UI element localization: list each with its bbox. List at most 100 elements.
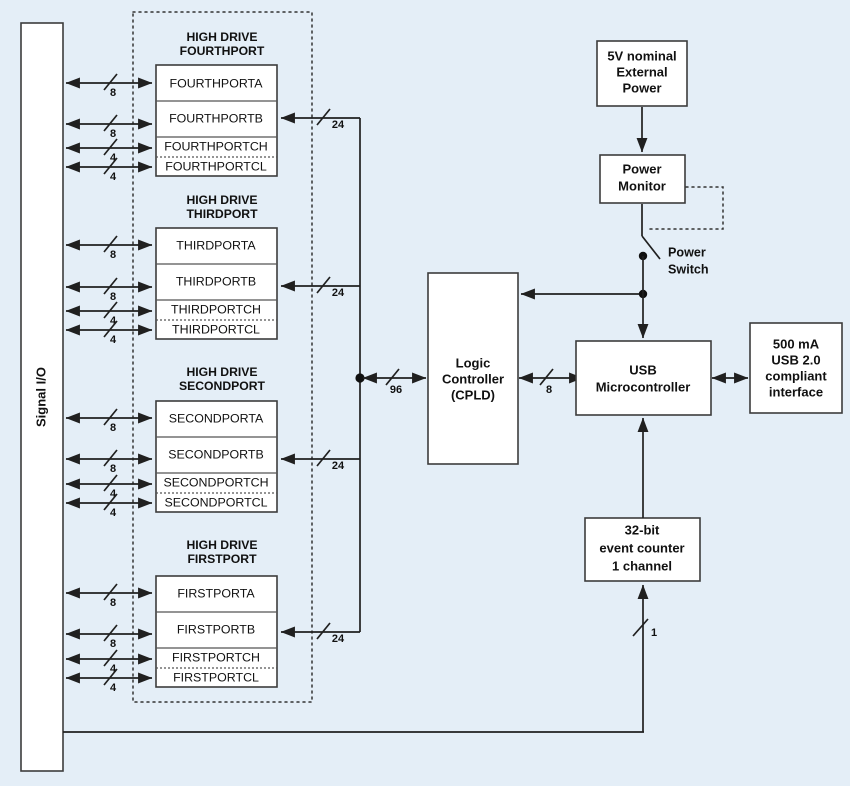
logic-controller-line1: Logic xyxy=(456,355,491,370)
io-bus-width: 8 xyxy=(110,597,116,609)
bus-slash xyxy=(103,157,118,175)
port-row-label: SECONDPORTCH xyxy=(163,475,268,489)
io-bus-width: 8 xyxy=(110,128,116,140)
external-power-line1: 5V nominal xyxy=(607,48,676,63)
port-row-label: FIRSTPORTA xyxy=(177,586,255,600)
io-bus-width: 8 xyxy=(110,249,116,261)
port-row-label: THIRDPORTCL xyxy=(172,322,260,336)
io-bus-width: 4 xyxy=(110,663,117,675)
group-bus-width: 24 xyxy=(332,119,345,131)
port-row-label: FIRSTPORTCH xyxy=(172,650,260,664)
power-switch-label-line2: Switch xyxy=(668,262,709,276)
power-switch-label-line1: Power xyxy=(668,245,706,259)
port-group-thirdport: HIGH DRIVE THIRDPORT THIRDPORTA THIRDPOR… xyxy=(65,193,360,346)
usb-interface-rect xyxy=(749,322,843,414)
signal-io-rect xyxy=(20,22,64,772)
event-counter-rect xyxy=(584,517,701,582)
bus-slash xyxy=(103,583,118,601)
bus-96-width: 96 xyxy=(390,384,402,396)
group-header-line2-firstport: FIRSTPORT xyxy=(187,552,257,566)
group-header-line2-secondport: SECONDPORT xyxy=(179,379,266,393)
bus-slash xyxy=(103,668,118,686)
bus-slash xyxy=(316,276,331,294)
io-bus-width: 4 xyxy=(110,334,117,346)
bus-slash xyxy=(316,449,331,467)
usb-microcontroller-line2: Microcontroller xyxy=(596,379,691,394)
io-bus-width: 8 xyxy=(110,291,116,303)
power-monitor-block[interactable]: Power Monitor xyxy=(599,154,686,204)
group-bus-width: 24 xyxy=(332,287,345,299)
bus-8-width: 8 xyxy=(546,384,552,396)
bus-slash xyxy=(103,138,118,156)
group-header-line1-firstport: HIGH DRIVE xyxy=(186,538,257,552)
port-row-label: THIRDPORTB xyxy=(176,274,256,288)
bus-slash xyxy=(103,624,118,642)
power-switch-blade xyxy=(641,235,661,260)
counter-input-width: 1 xyxy=(651,627,657,639)
external-power-line3: Power xyxy=(622,80,661,95)
event-counter-line1: 32-bit xyxy=(625,522,660,537)
usb-microcontroller-line1: USB xyxy=(629,362,656,377)
power-monitor-rect xyxy=(599,154,686,204)
port-row-label: FOURTHPORTCH xyxy=(164,139,268,153)
group-header-line2-fourthport: FOURTHPORT xyxy=(180,44,265,58)
port-group-secondport: HIGH DRIVE SECONDPORT SECONDPORTA SECOND… xyxy=(65,365,360,519)
external-power-rect xyxy=(596,40,688,107)
port-group-firstport: HIGH DRIVE FIRSTPORT FIRSTPORTA FIRSTPOR… xyxy=(65,538,360,694)
bus-slash xyxy=(103,320,118,338)
port-row-label: FOURTHPORTA xyxy=(170,76,264,90)
usb-interface-line2: USB 2.0 xyxy=(771,352,820,367)
usb-interface-block[interactable]: 500 mA USB 2.0 compliant interface xyxy=(749,322,843,414)
signal-io-block[interactable]: Signal I/O xyxy=(20,22,64,772)
usb-interface-line4: interface xyxy=(769,384,823,399)
port-row-label: FIRSTPORTCL xyxy=(173,670,259,684)
usb-interface-line1: 500 mA xyxy=(773,336,820,351)
external-power-block[interactable]: 5V nominal External Power xyxy=(596,40,688,107)
port-row-label: SECONDPORTB xyxy=(168,447,263,461)
bus-slash xyxy=(316,108,331,126)
bus-slash xyxy=(103,277,118,295)
power-monitor-line2: Monitor xyxy=(618,178,666,193)
trunk-junction-dot xyxy=(355,373,365,383)
bus-slash xyxy=(103,493,118,511)
bus-slash xyxy=(385,368,400,386)
power-monitor-line1: Power xyxy=(622,161,661,176)
bus-slash xyxy=(103,114,118,132)
group-bus-width: 24 xyxy=(332,460,345,472)
bus-slash xyxy=(103,408,118,426)
io-bus-width: 4 xyxy=(110,171,117,183)
bus-slash xyxy=(316,622,331,640)
usb-interface-line3: compliant xyxy=(765,368,827,383)
port-row-label: FOURTHPORTB xyxy=(169,111,263,125)
event-counter-line2: event counter xyxy=(599,540,684,555)
logic-controller-line2: Controller xyxy=(442,371,504,386)
io-bus-width: 4 xyxy=(110,315,117,327)
bus-slash xyxy=(103,73,118,91)
usb-microcontroller-rect xyxy=(575,340,712,416)
io-bus-width: 4 xyxy=(110,507,117,519)
group-header-line2-thirdport: THIRDPORT xyxy=(186,207,258,221)
logic-controller-block[interactable]: Logic Controller (CPLD) xyxy=(427,272,519,465)
io-bus-width: 8 xyxy=(110,638,116,650)
group-header-line1-thirdport: HIGH DRIVE xyxy=(186,193,257,207)
bus-slash xyxy=(632,618,649,637)
usb-microcontroller-block[interactable]: USB Microcontroller xyxy=(575,340,712,416)
port-row-label: FOURTHPORTCL xyxy=(165,159,267,173)
bus-slash xyxy=(103,649,118,667)
group-header-line1-secondport: HIGH DRIVE xyxy=(186,365,257,379)
io-bus-width: 8 xyxy=(110,422,116,434)
high-drive-boundary xyxy=(132,11,313,703)
bus-slash xyxy=(103,235,118,253)
power-monitor-feedback xyxy=(645,186,724,230)
group-header-line1-fourthport: HIGH DRIVE xyxy=(186,30,257,44)
io-bus-width: 8 xyxy=(110,463,116,475)
port-row-label: SECONDPORTA xyxy=(169,411,264,425)
event-counter-block[interactable]: 32-bit event counter 1 channel xyxy=(584,517,701,582)
io-bus-width: 4 xyxy=(110,682,117,694)
port-row-label: SECONDPORTCL xyxy=(164,495,267,509)
port-row-label: THIRDPORTCH xyxy=(171,302,261,316)
port-group-fourthport: HIGH DRIVE FOURTHPORT FOURTHPORTA FOURTH… xyxy=(65,30,360,183)
